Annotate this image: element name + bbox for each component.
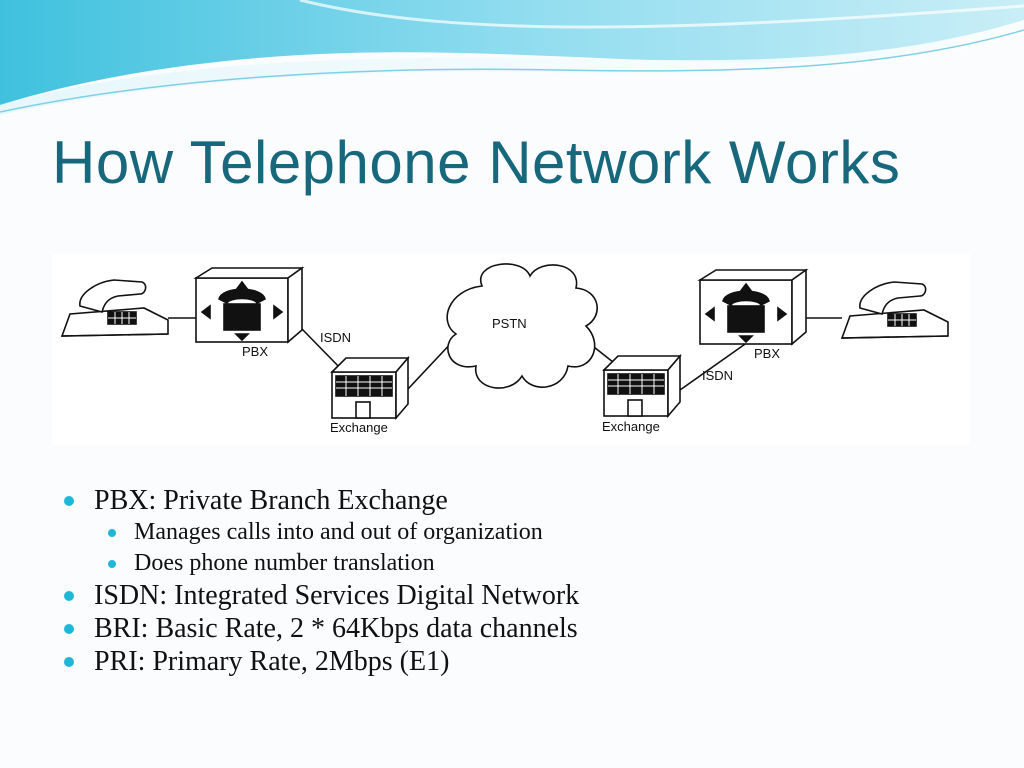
pbx-switch-icon: [697, 268, 809, 346]
sub-bullet-item: Manages calls into and out of organizati…: [62, 517, 579, 548]
sub-bullet-list: Manages calls into and out of organizati…: [94, 517, 579, 579]
cloud-icon: [446, 263, 598, 389]
exchange-building-icon: [330, 355, 410, 421]
telephone-network-diagram: PBX ISDN Exchange PSTN Exchange ISDN PBX: [52, 254, 970, 446]
sub-bullet-item: Does phone number translation: [62, 548, 579, 579]
label-exchange-right: Exchange: [602, 419, 660, 434]
label-pbx-left: PBX: [242, 344, 268, 359]
telephone-icon: [60, 279, 169, 337]
bullet-item-pbx: PBX: Private Branch Exchange Manages cal…: [62, 484, 579, 579]
exchange-building-icon: [602, 353, 682, 419]
pbx-switch-icon: [193, 266, 305, 344]
bullet-list: PBX: Private Branch Exchange Manages cal…: [62, 484, 579, 678]
slide-title: How Telephone Network Works: [52, 129, 901, 196]
label-isdn-right: ISDN: [702, 368, 733, 383]
bullet-text: PBX: Private Branch Exchange: [94, 485, 448, 516]
label-pstn: PSTN: [492, 316, 527, 331]
label-pbx-right: PBX: [754, 346, 780, 361]
label-exchange-left: Exchange: [330, 420, 388, 435]
bullet-item-isdn: ISDN: Integrated Services Digital Networ…: [62, 579, 579, 612]
label-isdn-left: ISDN: [320, 330, 351, 345]
telephone-icon: [840, 281, 949, 339]
bullet-item-pri: PRI: Primary Rate, 2Mbps (E1): [62, 645, 579, 678]
bullet-item-bri: BRI: Basic Rate, 2 * 64Kbps data channel…: [62, 612, 579, 645]
header-wave-decoration: [0, 0, 1024, 115]
